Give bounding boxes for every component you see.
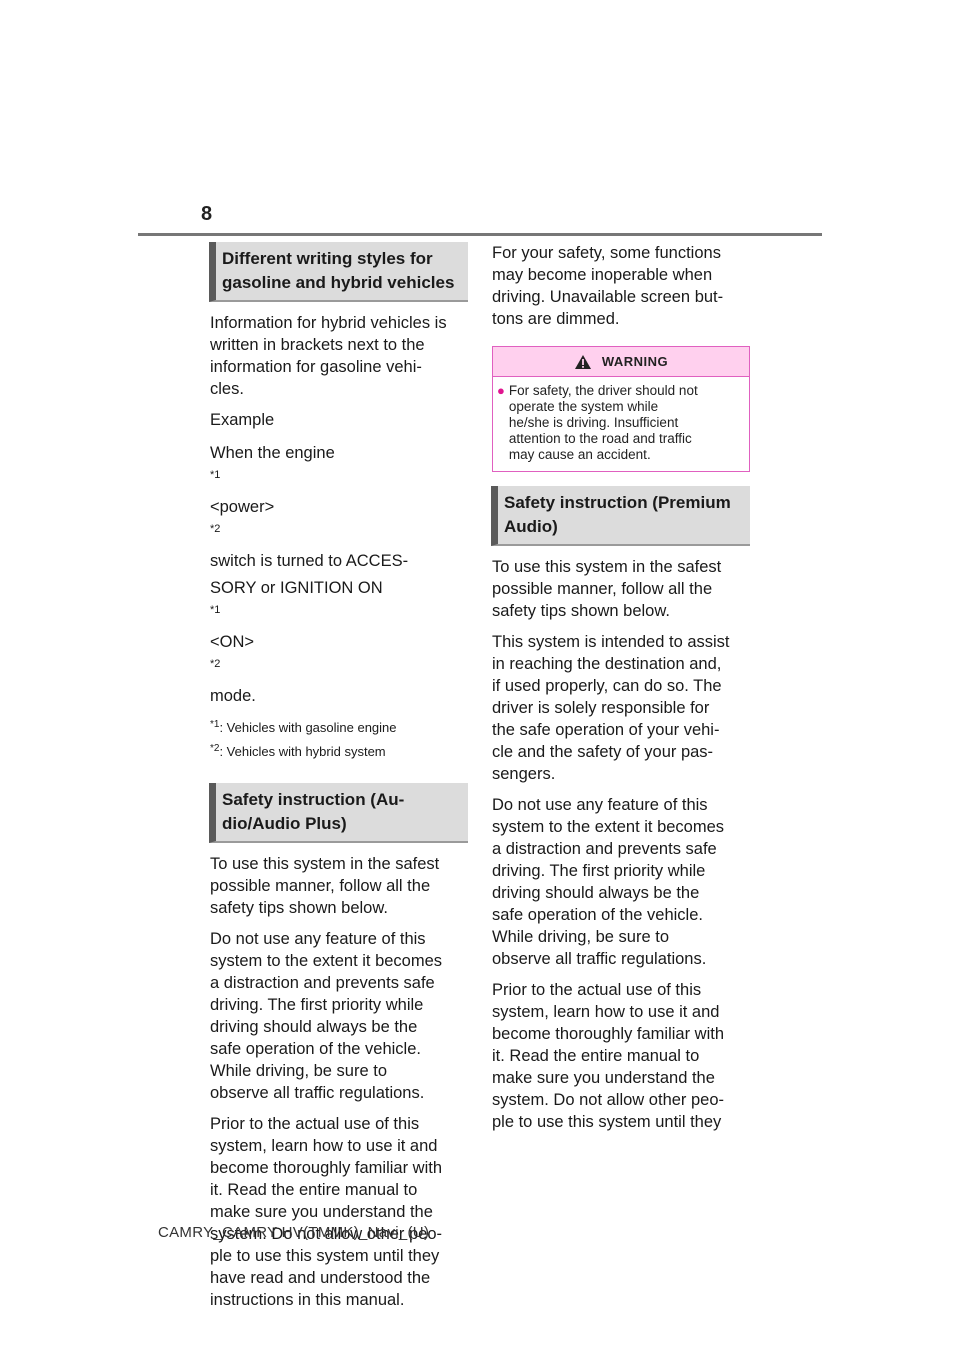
paragraph-prior-use-premium: Prior to the actual use of this system, … (492, 981, 725, 1131)
warning-box: WARNING ● For safety, the driver should … (492, 346, 750, 472)
paragraph-distraction-premium: Do not use any feature of this system to… (492, 796, 725, 968)
header-rule (138, 233, 822, 236)
section-heading-safety-premium: Safety instruction (Premium Audio) (491, 486, 750, 546)
example-label: Example (210, 411, 275, 429)
paragraph-inoperable-functions: For your safety, some functions may beco… (492, 244, 724, 328)
paragraph-safety-intro-premium: To use this system in the safest possibl… (492, 558, 722, 620)
footnote-hybrid: *2: Vehicles with hybrid system (210, 743, 386, 760)
paragraph-distraction: Do not use any feature of this system to… (210, 930, 443, 1102)
paragraph-system-intent: This system is intended to assist in rea… (492, 633, 730, 783)
paragraph-prior-use: Prior to the actual use of this system, … (210, 1115, 443, 1309)
warning-text: For safety, the driver should not operat… (508, 383, 698, 462)
warning-title: WARNING (601, 354, 669, 369)
warning-header: WARNING (493, 347, 749, 377)
bullet-icon: ● (497, 383, 505, 398)
footnote-gasoline: *1: Vehicles with gasoline engine (210, 719, 397, 736)
page-number: 8 (201, 203, 213, 225)
warning-body: ● For safety, the driver should not oper… (493, 377, 749, 471)
section-heading-safety-audio: Safety instruction (Au- dio/Audio Plus) (209, 783, 468, 843)
warning-triangle-icon (574, 354, 591, 369)
paragraph-hybrid-info: Information for hybrid vehicles is writt… (210, 314, 447, 398)
example-text: When the engine*1 <power>*2 switch is tu… (210, 444, 409, 705)
section-heading-writing-styles: Different writing styles for gasoline an… (209, 242, 468, 302)
left-column: Different writing styles for gasoline an… (209, 242, 468, 1320)
document-footer: CAMRY_CAMRY HV(TMMK)_Navi_(U) (158, 1224, 430, 1241)
right-column: For your safety, some functions may beco… (491, 242, 750, 1142)
paragraph-safety-intro: To use this system in the safest possibl… (210, 855, 440, 917)
